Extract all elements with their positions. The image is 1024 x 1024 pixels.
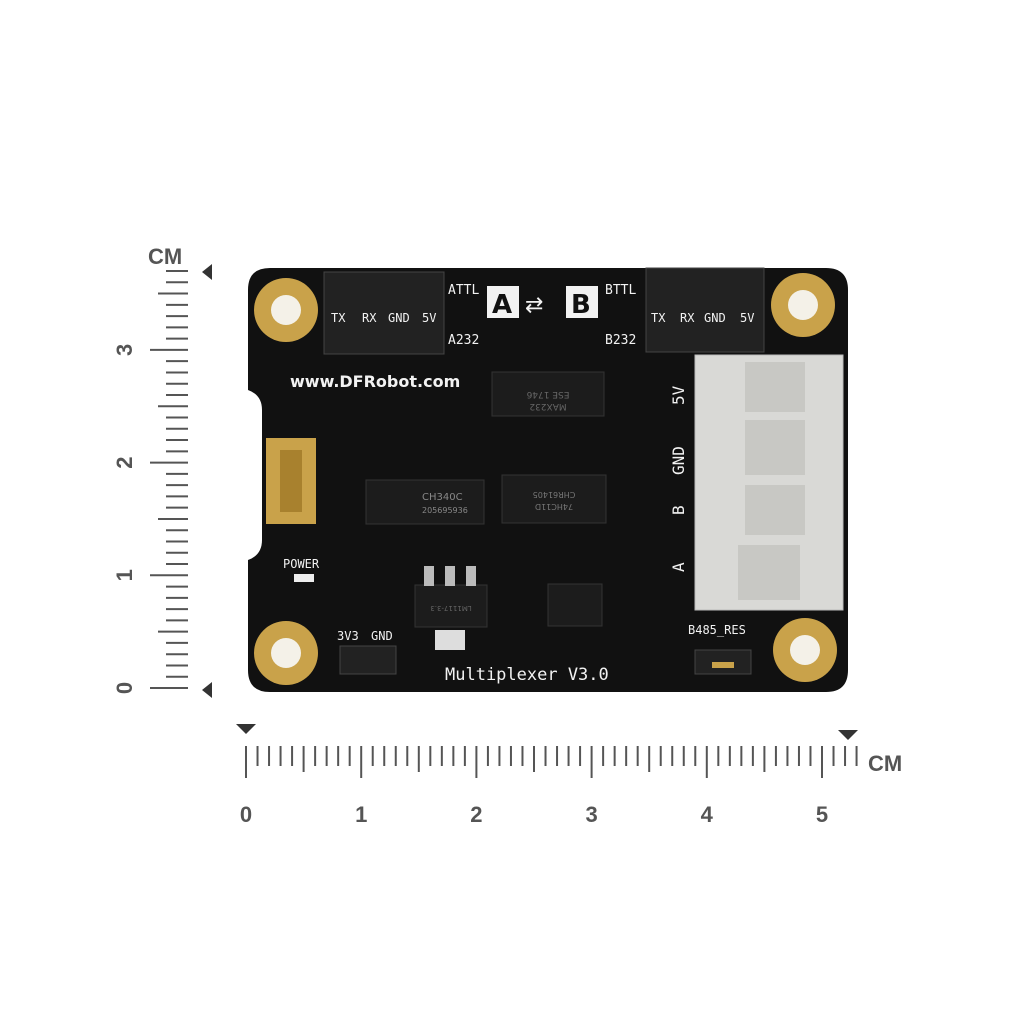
ruler-marker-icon	[202, 682, 212, 698]
ruler-label: 0	[240, 802, 252, 827]
74hc11-chip: 74HC11D CHR61405	[501, 474, 607, 524]
ruler-label: 2	[470, 802, 482, 827]
svg-text:CH340C: CH340C	[422, 492, 463, 503]
a232-label: A232	[448, 333, 479, 348]
svg-text:RX: RX	[680, 311, 695, 325]
ruler-marker-icon	[202, 264, 212, 280]
svg-text:LM1117-3.3: LM1117-3.3	[430, 604, 471, 612]
vertical-ruler	[150, 270, 188, 689]
mounting-hole	[773, 618, 837, 682]
ruler-label: 0	[112, 682, 137, 694]
terminal-label-b: B	[669, 505, 688, 515]
svg-text:5V: 5V	[740, 311, 754, 325]
svg-text:MAX232: MAX232	[529, 401, 566, 411]
horizontal-ruler-unit: CM	[868, 751, 902, 776]
bttl-label: BTTL	[605, 283, 636, 298]
svg-text:TX: TX	[331, 311, 346, 325]
b-header[interactable]: TX RX GND 5V	[645, 267, 765, 353]
ruler-label: 1	[112, 569, 137, 581]
swap-arrows-icon: ⇄	[525, 293, 543, 318]
svg-text:TX: TX	[651, 311, 666, 325]
mounting-hole	[771, 273, 835, 337]
terminal-label-gnd: GND	[669, 446, 688, 475]
mounting-hole	[254, 621, 318, 685]
ch340-chip: CH340C 205695936	[365, 479, 485, 525]
usb-port[interactable]	[266, 438, 316, 524]
ruler-label: 5	[816, 802, 828, 827]
jumper-label: B485_RES	[688, 623, 746, 637]
svg-text:205695936: 205695936	[422, 506, 468, 515]
driver-chip	[547, 583, 603, 627]
ruler-marker-icon	[838, 730, 858, 740]
b485-jumper[interactable]	[694, 649, 752, 675]
power-header[interactable]	[339, 645, 397, 675]
power-led	[294, 574, 314, 582]
ruler-label: 2	[112, 456, 137, 468]
terminal-label-a: A	[669, 562, 688, 572]
mounting-hole	[254, 278, 318, 342]
a-header[interactable]: TX RX GND 5V	[323, 271, 445, 355]
board-name: Multiplexer V3.0	[445, 665, 609, 685]
svg-text:ESE 1746: ESE 1746	[526, 389, 569, 399]
terminal-block[interactable]	[694, 354, 844, 611]
horizontal-ruler	[245, 746, 858, 778]
gnd-label: GND	[371, 629, 393, 643]
ruler-label: 3	[585, 802, 597, 827]
b-label: B	[571, 290, 591, 320]
a-label: A	[492, 290, 512, 320]
ruler-label: 3	[112, 344, 137, 356]
vertical-ruler-unit: CM	[148, 244, 182, 269]
pcb-board: TX RX GND 5V ATTL A232 TX RX GND 5V BTTL…	[248, 267, 848, 692]
attl-label: ATTL	[448, 283, 479, 298]
website-label: www.DFRobot.com	[290, 372, 460, 391]
terminal-label-5v: 5V	[669, 385, 688, 405]
svg-text:74HC11D: 74HC11D	[535, 502, 573, 511]
ruler-marker-icon	[236, 724, 256, 734]
ruler-label: 4	[701, 802, 714, 827]
regulator-chip: LM1117-3.3	[414, 566, 488, 650]
svg-text:CHR61405: CHR61405	[533, 490, 576, 499]
svg-text:RX: RX	[362, 311, 377, 325]
svg-text:GND: GND	[388, 311, 410, 325]
svg-text:GND: GND	[704, 311, 726, 325]
ruler-label: 1	[355, 802, 367, 827]
power-label: POWER	[283, 557, 320, 571]
b232-label: B232	[605, 333, 636, 348]
svg-text:5V: 5V	[422, 311, 436, 325]
max232-chip: MAX232 ESE 1746	[491, 371, 605, 417]
3v3-label: 3V3	[337, 629, 359, 643]
